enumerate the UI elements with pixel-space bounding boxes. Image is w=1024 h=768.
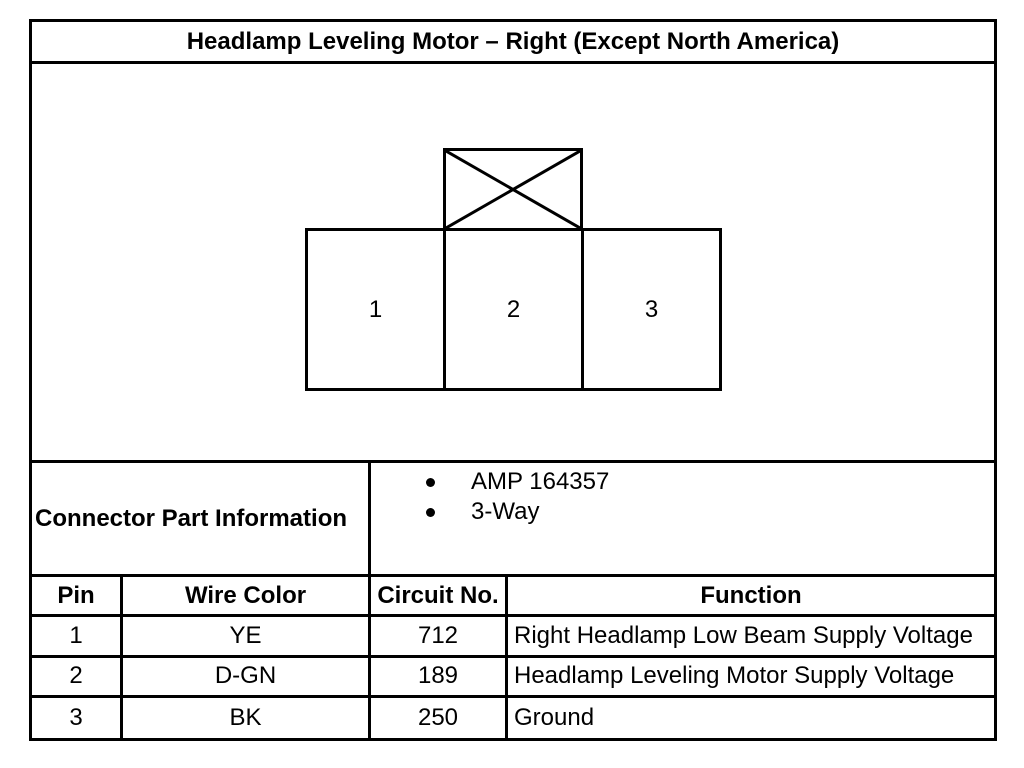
part-info-item-text: AMP 164357	[471, 468, 610, 495]
cavity-2: 2	[443, 231, 581, 388]
bullet-icon	[426, 507, 435, 517]
page-title: Headlamp Leveling Motor – Right (Except …	[32, 22, 994, 64]
function-cell: Right Headlamp Low Beam Supply Voltage	[508, 617, 994, 658]
pin-cell: 2	[32, 657, 123, 698]
connector-keyway-box	[443, 148, 583, 228]
circuit-no-cell: 189	[371, 657, 508, 698]
pin-cell: 3	[32, 697, 123, 738]
column-header-function: Function	[508, 577, 994, 618]
pin-table: Pin Wire Color Circuit No. Function 1 YE…	[32, 577, 994, 738]
connector-diagram: 1 2 3	[32, 64, 994, 463]
list-item: 3-Way	[371, 497, 994, 527]
column-header-circuit-no: Circuit No.	[371, 577, 508, 618]
part-info-label: Connector Part Information	[32, 463, 371, 574]
connector-cavity-row: 1 2 3	[305, 228, 722, 391]
x-cross-icon	[446, 151, 580, 228]
pinout-frame: Headlamp Leveling Motor – Right (Except …	[29, 19, 997, 741]
wire-color-cell: BK	[123, 697, 371, 738]
wire-color-cell: D-GN	[123, 657, 371, 698]
function-cell: Ground	[514, 703, 595, 731]
cavity-3: 3	[581, 231, 719, 388]
pin-cell: 1	[32, 617, 123, 658]
function-cell: Headlamp Leveling Motor Supply Voltage	[508, 658, 994, 698]
cavity-1: 1	[368, 295, 383, 323]
column-header-pin: Pin	[32, 577, 123, 618]
circuit-no-cell: 250	[371, 697, 508, 738]
bullet-icon	[426, 477, 435, 487]
part-info-list: AMP 164357 3-Way	[371, 463, 994, 574]
list-item: AMP 164357	[371, 467, 994, 497]
part-info-item-text: 3-Way	[471, 498, 540, 525]
circuit-no-cell: 712	[371, 617, 508, 658]
column-header-wire-color: Wire Color	[123, 577, 371, 618]
wire-color-cell: YE	[123, 617, 371, 658]
connector-part-info-section: Connector Part Information AMP 164357 3-…	[32, 463, 994, 577]
